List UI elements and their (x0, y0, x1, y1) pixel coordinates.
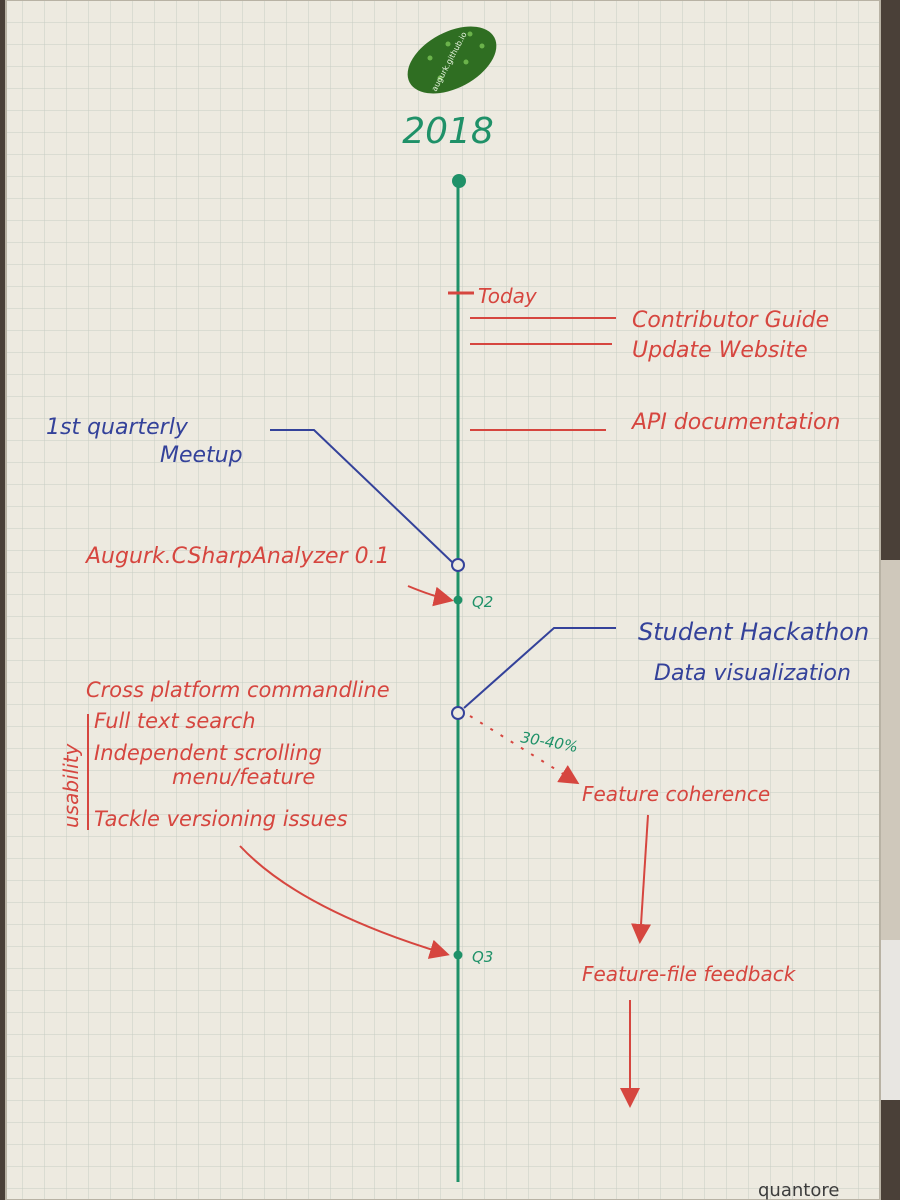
hackathon-marker (451, 706, 465, 720)
usability-item-full-text-search: Full text search (94, 709, 256, 733)
q3-label: Q3 (472, 948, 493, 966)
q2-dot (453, 595, 463, 605)
usability-item-menu-feature: menu/feature (172, 765, 315, 789)
versioning-arrow (239, 845, 450, 959)
q3-dot (453, 950, 463, 960)
meetup-label-line1: 1st quarterly (46, 415, 189, 440)
analyzer-arrow (407, 585, 454, 607)
meetup-connector (270, 429, 453, 563)
usability-item-tackle-versioning: Tackle versioning issues (94, 807, 348, 831)
contributor-guide-label: Contributor Guide (632, 308, 829, 333)
cross-platform-label: Cross platform commandline (86, 678, 390, 702)
feature-file-feedback-label: Feature-file feedback (582, 962, 797, 986)
update-website-label: Update Website (632, 338, 808, 363)
hackathon-connector (463, 627, 616, 709)
api-documentation-label: API documentation (630, 410, 840, 435)
meetup-marker (451, 558, 465, 572)
analyzer-label: Augurk.CSharpAnalyzer 0.1 (84, 544, 390, 569)
hackathon-label-line1: Student Hackathon (638, 618, 869, 646)
brand-label: quantore (758, 1180, 839, 1200)
q2-label: Q2 (472, 593, 493, 611)
usability-label: usability (59, 742, 83, 828)
pickle-icon: augurk.github.io (407, 26, 497, 94)
usability-item-independent-scrolling: Independent scrolling (94, 741, 322, 765)
timeline-start-dot (452, 174, 466, 188)
progress-dotted-arrow (469, 715, 580, 785)
feature-coherence-label: Feature coherence (582, 782, 770, 806)
today-label: Today (478, 284, 538, 308)
hackathon-label-line2: Data visualization (654, 661, 851, 686)
meetup-label-line2: Meetup (160, 443, 243, 468)
coherence-arrow (631, 814, 652, 944)
grid-pattern (6, 0, 880, 1200)
year-heading: 2018 (402, 111, 494, 152)
